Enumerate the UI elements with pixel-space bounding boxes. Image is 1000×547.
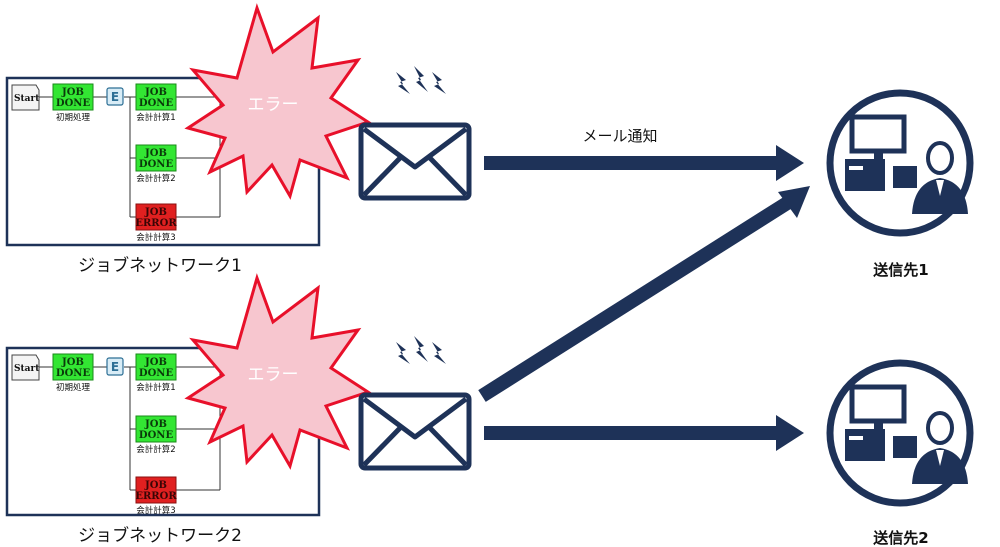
- svg-text:ERROR: ERROR: [135, 491, 177, 502]
- job-network-caption: ジョブネットワーク2: [78, 525, 242, 546]
- recipient-2: 送信先2: [826, 359, 974, 547]
- error-burst: エラー: [184, 3, 372, 200]
- start-label: Start: [14, 364, 40, 374]
- envelope-icon: [358, 392, 472, 471]
- job-name: 会計計算2: [136, 173, 175, 184]
- job-name: 会計計算1: [136, 382, 175, 393]
- job-node[interactable]: JOB DONE 初期処理: [52, 83, 94, 123]
- error-label: エラー: [248, 365, 299, 385]
- svg-text:JOB: JOB: [61, 357, 84, 368]
- notification-arrows: メール通知: [478, 127, 810, 451]
- job-network-caption: ジョブネットワーク1: [78, 255, 242, 276]
- svg-text:JOB: JOB: [144, 207, 167, 218]
- job-node[interactable]: JOB DONE 初期処理: [52, 353, 94, 393]
- job-node[interactable]: JOB DONE 会計計算2: [135, 415, 177, 455]
- job-node[interactable]: JOB DONE 会計計算2: [135, 144, 177, 184]
- job-network-1: Start E JOB DONE 初期処理 JOB DONE 会計計算1 JOB…: [5, 3, 372, 276]
- recipient-1: 送信先1: [826, 89, 974, 279]
- job-name: 会計計算3: [136, 232, 175, 243]
- job-name: 初期処理: [56, 382, 91, 393]
- mail-notification-label: メール通知: [582, 127, 657, 145]
- job-node[interactable]: JOB ERROR 会計計算3: [135, 203, 177, 243]
- svg-text:JOB: JOB: [144, 357, 167, 368]
- svg-text:JOB: JOB: [61, 87, 84, 98]
- job-node[interactable]: JOB ERROR 会計計算3: [135, 476, 177, 516]
- svg-text:DONE: DONE: [56, 368, 91, 379]
- trunk-icon[interactable]: E: [106, 357, 124, 376]
- job-name: 会計計算3: [136, 505, 175, 516]
- mail-notification-1: [358, 66, 472, 201]
- svg-text:JOB: JOB: [144, 148, 167, 159]
- arrow-1-to-recipient-1: [484, 145, 804, 181]
- recipient-caption: 送信先1: [872, 261, 928, 279]
- svg-text:DONE: DONE: [139, 98, 174, 109]
- arrow-2-to-recipient-1: [478, 186, 810, 402]
- signal-icon: [396, 66, 446, 94]
- svg-text:E: E: [111, 90, 119, 104]
- job-network-2: Start E JOB DONE 初期処理 JOB DONE 会計計算1 JOB…: [5, 273, 372, 546]
- signal-icon: [396, 336, 446, 364]
- svg-text:DONE: DONE: [139, 430, 174, 441]
- job-name: 会計計算2: [136, 444, 175, 455]
- error-burst: エラー: [184, 273, 372, 470]
- trunk-icon[interactable]: E: [106, 87, 124, 106]
- operator-icon: [845, 114, 968, 214]
- error-label: エラー: [248, 95, 299, 115]
- start-label: Start: [14, 94, 40, 104]
- job-node[interactable]: JOB DONE 会計計算1: [135, 353, 177, 393]
- svg-text:DONE: DONE: [139, 159, 174, 170]
- svg-text:DONE: DONE: [56, 98, 91, 109]
- svg-text:ERROR: ERROR: [135, 218, 177, 229]
- explosion-icon: [184, 273, 372, 470]
- mail-notification-2: [358, 336, 472, 471]
- job-name: 会計計算1: [136, 112, 175, 123]
- recipient-caption: 送信先2: [872, 529, 928, 547]
- start-node[interactable]: Start: [11, 354, 40, 381]
- operator-icon: [845, 384, 968, 484]
- svg-text:DONE: DONE: [139, 368, 174, 379]
- job-node[interactable]: JOB DONE 会計計算1: [135, 83, 177, 123]
- arrow-2-to-recipient-2: [484, 415, 804, 451]
- job-name: 初期処理: [56, 112, 91, 123]
- start-node[interactable]: Start: [11, 84, 40, 111]
- envelope-icon: [358, 122, 472, 201]
- svg-text:JOB: JOB: [144, 480, 167, 491]
- svg-text:JOB: JOB: [144, 87, 167, 98]
- explosion-icon: [184, 3, 372, 200]
- svg-text:JOB: JOB: [144, 419, 167, 430]
- svg-text:E: E: [111, 360, 119, 374]
